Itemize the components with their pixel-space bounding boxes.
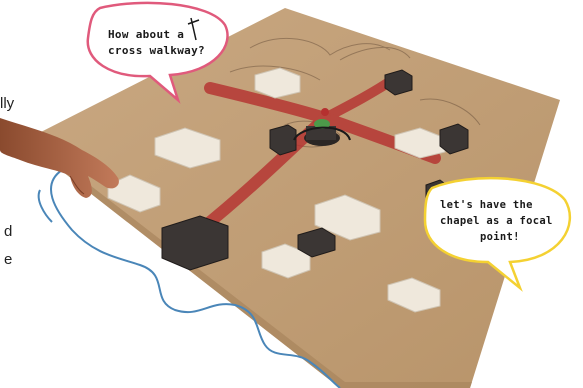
bubble-left-line2: cross walkway?	[108, 44, 205, 57]
bubble-right-line1: let's have the	[440, 199, 533, 211]
bubble-right-line3: point!	[480, 231, 520, 243]
edge-text-1: lly	[0, 95, 15, 112]
bubble-right-line2: chapel as a focal	[440, 215, 553, 227]
bubble-left-line1: How about a	[108, 28, 184, 41]
river-line-2	[39, 190, 52, 222]
edge-text-3: e	[4, 251, 12, 268]
edge-text-2: d	[4, 223, 12, 240]
